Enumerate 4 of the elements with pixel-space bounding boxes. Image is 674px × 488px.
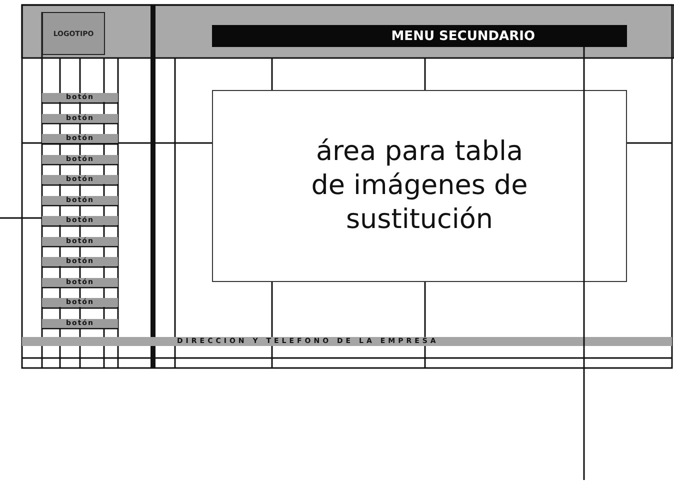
leader-line (0, 217, 42, 219)
content-area: área para tabla de imágenes de sustitución (212, 90, 627, 282)
leader-line (583, 47, 585, 480)
menu-bar: MENU SECUNDARIO (212, 25, 627, 47)
